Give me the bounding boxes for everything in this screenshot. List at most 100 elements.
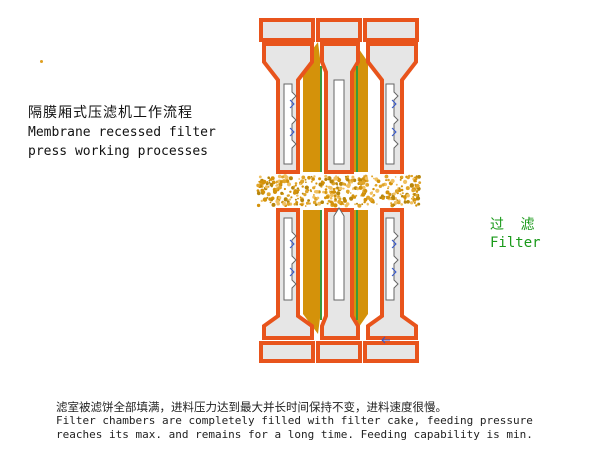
cake-particle — [401, 194, 404, 198]
cake-particle — [310, 180, 313, 183]
cake-particle — [279, 180, 283, 184]
cake-particle — [411, 197, 413, 200]
cake-particle — [342, 197, 346, 201]
cake-particle — [369, 191, 373, 195]
cake-particle — [301, 192, 304, 195]
cake-particle — [268, 181, 271, 184]
cake-particle — [296, 194, 299, 197]
cake-particle — [403, 195, 407, 199]
cake-particle — [278, 196, 282, 200]
cake-particle — [354, 203, 357, 206]
description-en-line1: Filter chambers are completely filled wi… — [56, 414, 533, 427]
cake-particle — [301, 175, 306, 180]
decorative-dot — [40, 60, 43, 63]
cake-particle — [349, 192, 352, 194]
cake-particle — [289, 198, 292, 201]
cake-particle — [413, 179, 417, 183]
filter-cake-chambers — [303, 42, 368, 334]
drainage-channels — [283, 79, 399, 301]
cake-particle — [318, 177, 322, 181]
cake-particle — [400, 203, 404, 206]
cake-particle — [337, 177, 342, 183]
cake-particle — [276, 183, 279, 187]
cake-particle — [358, 185, 363, 190]
cake-particle — [329, 179, 334, 184]
cake-particle — [384, 174, 389, 179]
cake-particle — [262, 197, 268, 202]
flow-arrows — [289, 99, 397, 344]
cake-particle — [312, 186, 316, 190]
cake-particle — [275, 187, 279, 191]
cake-particle — [358, 181, 363, 185]
cake-particle — [363, 197, 368, 202]
cake-particle — [390, 202, 393, 205]
cake-particle — [355, 194, 358, 197]
cake-particle — [399, 193, 402, 196]
cake-particle — [286, 198, 289, 201]
cake-particle — [412, 195, 415, 199]
cake-particle — [390, 198, 393, 201]
cake-particle — [391, 194, 395, 199]
cake-particle — [314, 203, 318, 206]
cake-particle — [289, 190, 292, 193]
cake-particle — [392, 192, 396, 196]
cake-particle — [283, 197, 288, 202]
filter-cake-band — [256, 174, 422, 208]
cake-particle — [378, 184, 383, 188]
cake-particle — [339, 181, 343, 186]
cake-particle — [383, 183, 385, 185]
cake-particle — [328, 186, 333, 190]
cake-particle — [337, 199, 342, 204]
stage-label-zh: 过 滤 — [490, 217, 541, 233]
cake-particle — [282, 179, 287, 184]
cake-particle — [381, 196, 384, 199]
cake-particle — [417, 202, 421, 206]
cake-particle — [346, 178, 350, 182]
cake-particle — [338, 186, 343, 191]
cake-particle — [379, 196, 382, 199]
cake-particle — [262, 179, 267, 184]
cake-particle — [281, 175, 285, 179]
cake-particle — [333, 203, 338, 208]
cake-particle — [260, 199, 263, 203]
cake-particle — [332, 190, 337, 194]
cake-particle — [403, 200, 407, 204]
cake-particle — [345, 202, 350, 206]
cake-particle — [338, 197, 342, 201]
cake-particle — [297, 197, 299, 200]
cake-particle — [317, 201, 322, 206]
cake-particle — [387, 187, 389, 190]
cake-particle — [373, 177, 375, 180]
cake-particle — [374, 183, 378, 187]
cake-particle — [283, 187, 286, 191]
stage-label-en: Filter — [490, 235, 541, 251]
cake-particle — [270, 176, 275, 181]
cake-particle — [320, 200, 325, 204]
cake-particle — [385, 179, 388, 182]
cake-particle — [268, 179, 271, 182]
cake-particle — [275, 181, 278, 184]
cake-particle — [256, 191, 261, 196]
cake-particle — [368, 197, 373, 202]
cake-particle — [269, 182, 274, 187]
cake-particle — [276, 201, 281, 206]
cake-particle — [283, 174, 288, 179]
cake-particle — [305, 189, 309, 194]
cake-particle — [329, 191, 331, 194]
cake-particle — [344, 175, 347, 178]
cake-particle — [256, 183, 260, 188]
cake-particle — [406, 175, 410, 180]
cake-particle — [326, 202, 329, 205]
description: 滤室被滤饼全部填满，进料压力达到最大并长时间保持不变，进料速度很慢。 Filte… — [56, 400, 533, 442]
cake-particle — [258, 175, 262, 179]
cake-particle — [376, 179, 381, 183]
cake-particle — [345, 189, 350, 194]
cake-particle — [322, 190, 325, 194]
cake-particle — [324, 174, 328, 178]
cake-particle — [336, 186, 339, 189]
cake-particle — [357, 203, 362, 208]
cake-particle — [315, 190, 319, 194]
title-en-line1: Membrane recessed filter — [28, 125, 216, 140]
cake-particle — [414, 185, 417, 187]
cake-particle — [372, 195, 374, 198]
